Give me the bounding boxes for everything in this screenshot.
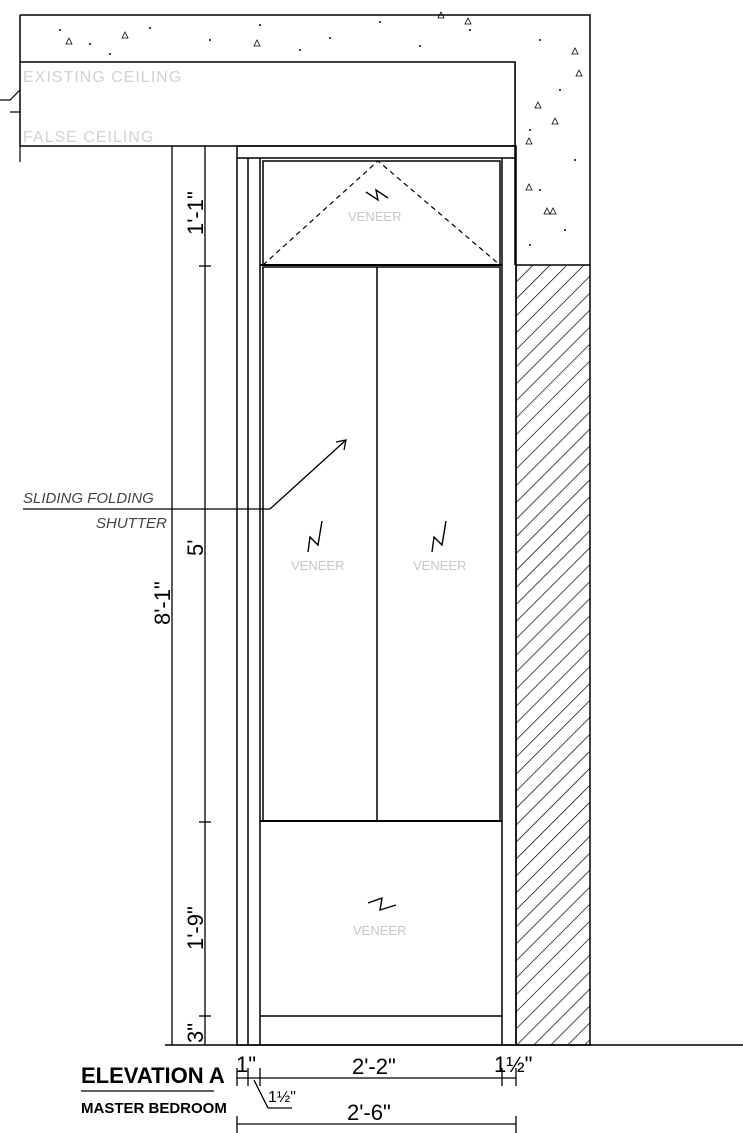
- hatched-wall: [515, 264, 591, 1046]
- top-opening-symbol-icon: [365, 188, 389, 202]
- dim-middle-panel: 5': [183, 540, 208, 556]
- dim-inner-width: 2'-2": [352, 1054, 396, 1079]
- left-shutter-opening-icon: [307, 520, 323, 553]
- dim-bottom-panel: 1'-9": [183, 906, 208, 950]
- dim-left-frame: 1": [236, 1052, 256, 1077]
- dim-overall-height: 8'-1": [150, 581, 175, 625]
- dim-right-frame: 1½": [494, 1052, 532, 1077]
- veneer-label-bottom: VENEER: [353, 923, 406, 938]
- shutter-callout-line2: SHUTTER: [96, 515, 167, 532]
- drawing-title: ELEVATION A: [81, 1063, 225, 1088]
- bottom-panel: [367, 896, 397, 912]
- existing-ceiling-label: EXISTING CEILING: [23, 69, 182, 86]
- shutter-callout-line1: SLIDING FOLDING: [23, 490, 154, 507]
- dim-plinth: 3": [183, 1023, 208, 1043]
- right-shutter-opening-icon: [431, 520, 447, 553]
- concrete-texture: [59, 11, 583, 246]
- veneer-label-left: VENEER: [291, 558, 344, 573]
- middle-shutters: [260, 266, 502, 822]
- dimension-lines-horizontal: [236, 1068, 517, 1133]
- drawing-subtitle: MASTER BEDROOM: [81, 1100, 227, 1117]
- dimension-lines-vertical: [171, 146, 211, 1045]
- veneer-label-top: VENEER: [348, 209, 401, 224]
- false-ceiling-label: FALSE CEILING: [23, 129, 154, 146]
- top-loft-panel: [260, 160, 502, 266]
- false-ceiling: [0, 61, 516, 162]
- veneer-label-right: VENEER: [413, 558, 466, 573]
- dim-left-stile: 1½": [268, 1089, 296, 1106]
- dim-overall-width: 2'-6": [347, 1100, 391, 1125]
- bottom-opening-symbol-icon: [367, 896, 397, 912]
- dim-top-panel: 1'-1": [183, 191, 208, 235]
- shutter-callout: [23, 439, 347, 510]
